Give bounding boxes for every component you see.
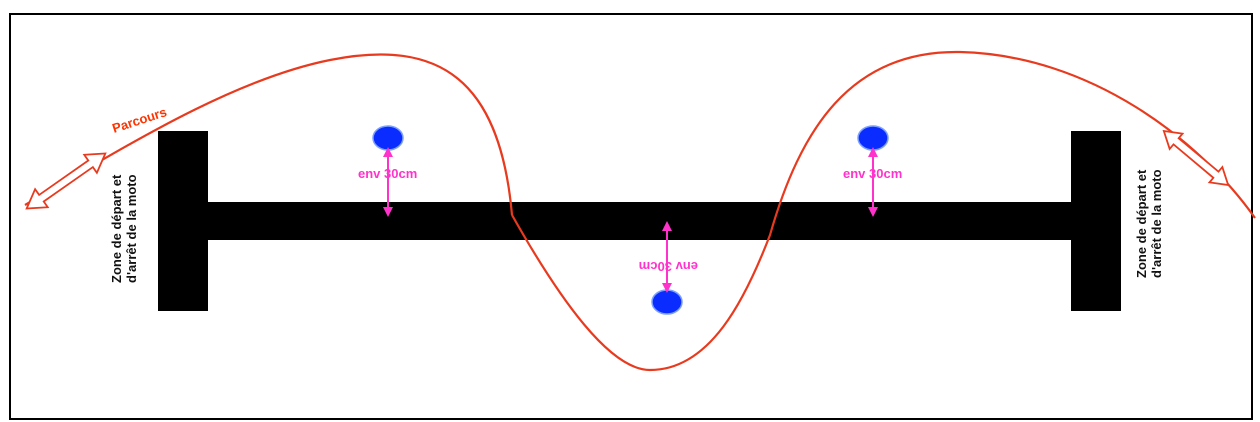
- cone-center: [651, 289, 683, 315]
- svg-text:Zone de départ et: Zone de départ et: [109, 174, 124, 283]
- start-zone-left: [158, 131, 208, 311]
- center-bar: [206, 202, 1074, 240]
- cone-right: [857, 125, 889, 151]
- route-double-arrow-left: [25, 152, 107, 210]
- zone-label-right: Zone de départ et d'arrêt de la moto: [1134, 169, 1164, 278]
- svg-text:d'arrêt de la moto: d'arrêt de la moto: [1149, 169, 1164, 278]
- distance-label-center: env 30cm: [639, 259, 698, 274]
- start-zone-right: [1071, 131, 1121, 311]
- cone-left: [372, 125, 404, 151]
- route-path: [24, 50, 1256, 372]
- svg-text:Zone de départ et: Zone de départ et: [1134, 169, 1149, 278]
- route-double-arrow-right: [1162, 129, 1230, 187]
- distance-label-left: env 30cm: [358, 166, 417, 181]
- zone-label-left: Zone de départ et d'arrêt de la moto: [109, 174, 139, 283]
- svg-text:d'arrêt de la moto: d'arrêt de la moto: [124, 174, 139, 283]
- distance-label-right: env 30cm: [843, 166, 902, 181]
